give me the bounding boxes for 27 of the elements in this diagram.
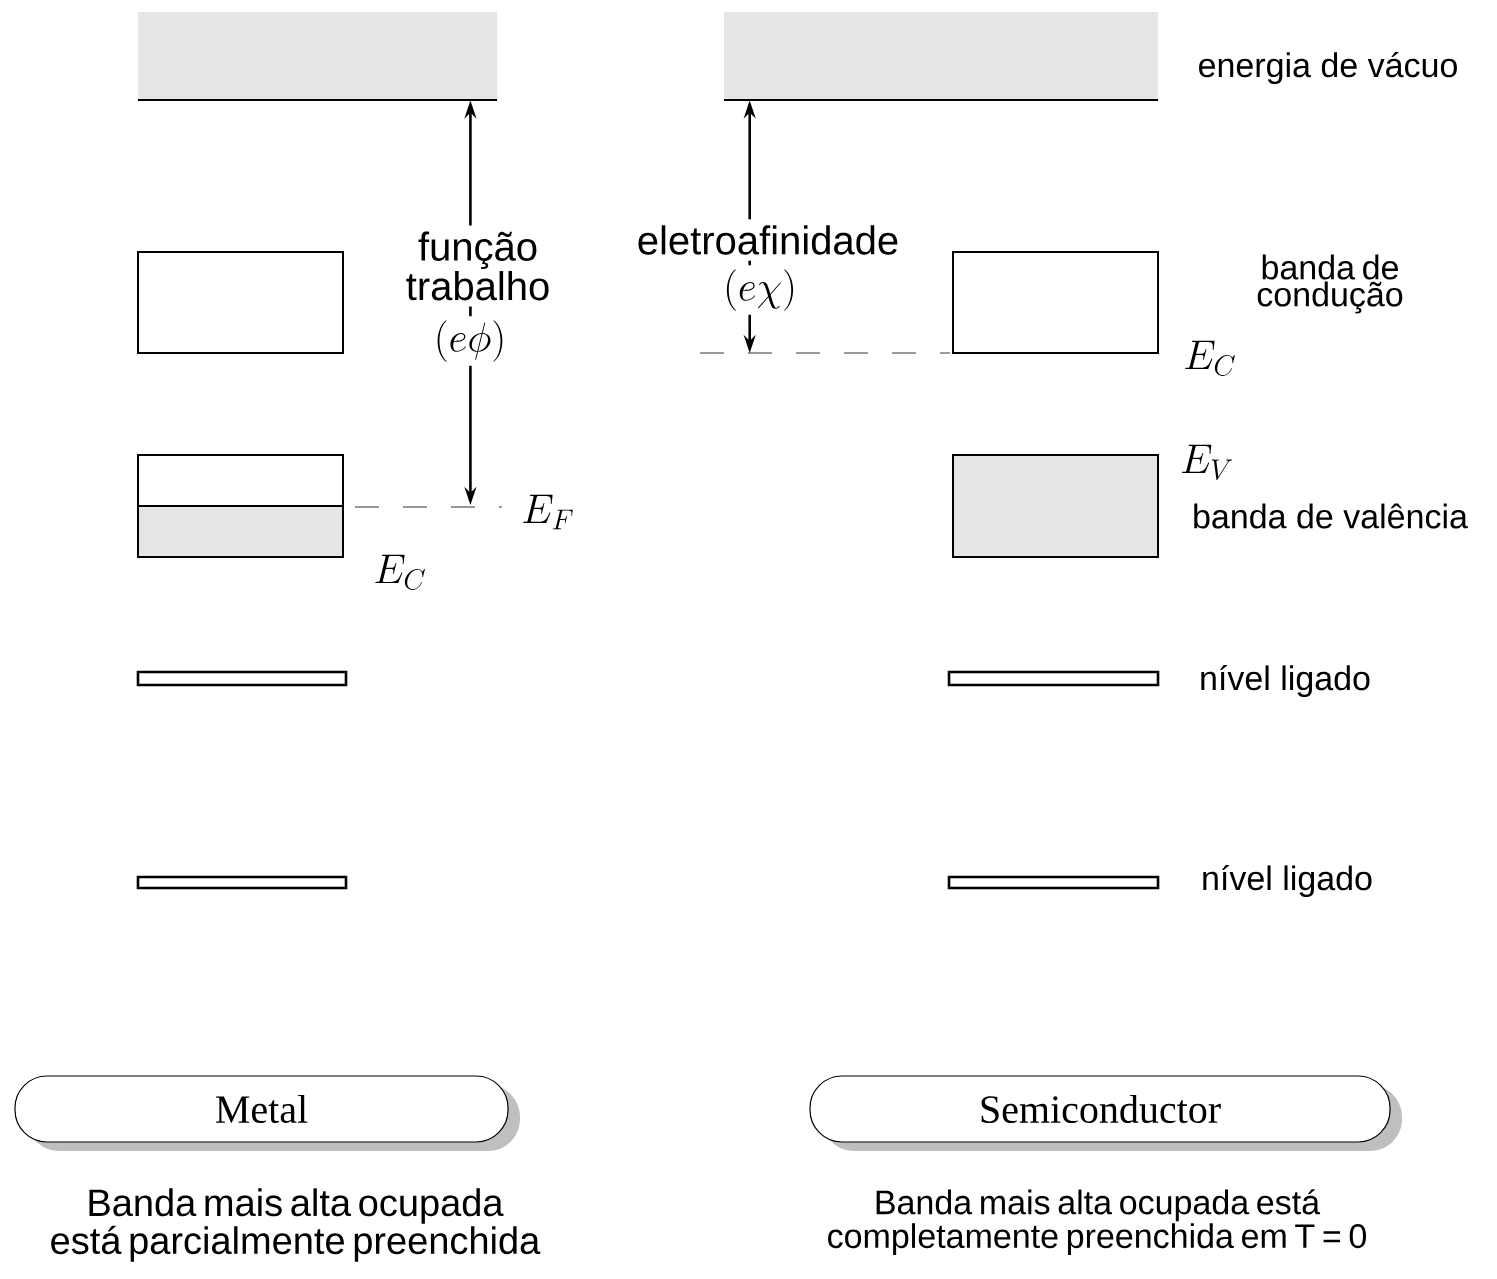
vacuum-band <box>723 12 1159 101</box>
vacuum-band <box>137 12 498 101</box>
node-label: banda de valência <box>1194 503 1468 529</box>
node-label: energia de vácuo <box>1199 51 1457 85</box>
band-box <box>137 454 344 558</box>
edge-label: eletroafinidade <box>638 225 898 255</box>
level-bar <box>136 875 348 890</box>
band-box <box>952 454 1159 558</box>
symbol-label: $E_F$ <box>517 490 579 534</box>
level-bar <box>947 875 1160 890</box>
symbol-label: $E_C$ <box>1179 336 1241 380</box>
node-label: nível ligado <box>1203 864 1372 898</box>
symbol-label: $E_C$ <box>369 550 431 594</box>
level-bar <box>947 670 1160 687</box>
band-box <box>952 251 1159 354</box>
label-pill: Metal <box>14 1075 520 1151</box>
label-pill: Semiconductor <box>809 1075 1402 1151</box>
edge-label: função trabalho <box>406 231 549 301</box>
node-label: banda de condução <box>1257 254 1403 314</box>
node-label: Banda mais alta ocupada está parcialmente preenchida <box>51 1188 541 1262</box>
band-box <box>137 251 344 354</box>
symbol-label: $(e\chi)$ <box>719 265 801 315</box>
node-label: nível ligado <box>1201 664 1370 698</box>
symbol-label: $E_V$ <box>1176 440 1238 484</box>
level-bar <box>136 670 348 687</box>
node-label: Banda mais alta ocupada está completamente preenchida em T = 0 <box>828 1189 1366 1255</box>
symbol-label: $(e\phi)$ <box>429 316 511 366</box>
